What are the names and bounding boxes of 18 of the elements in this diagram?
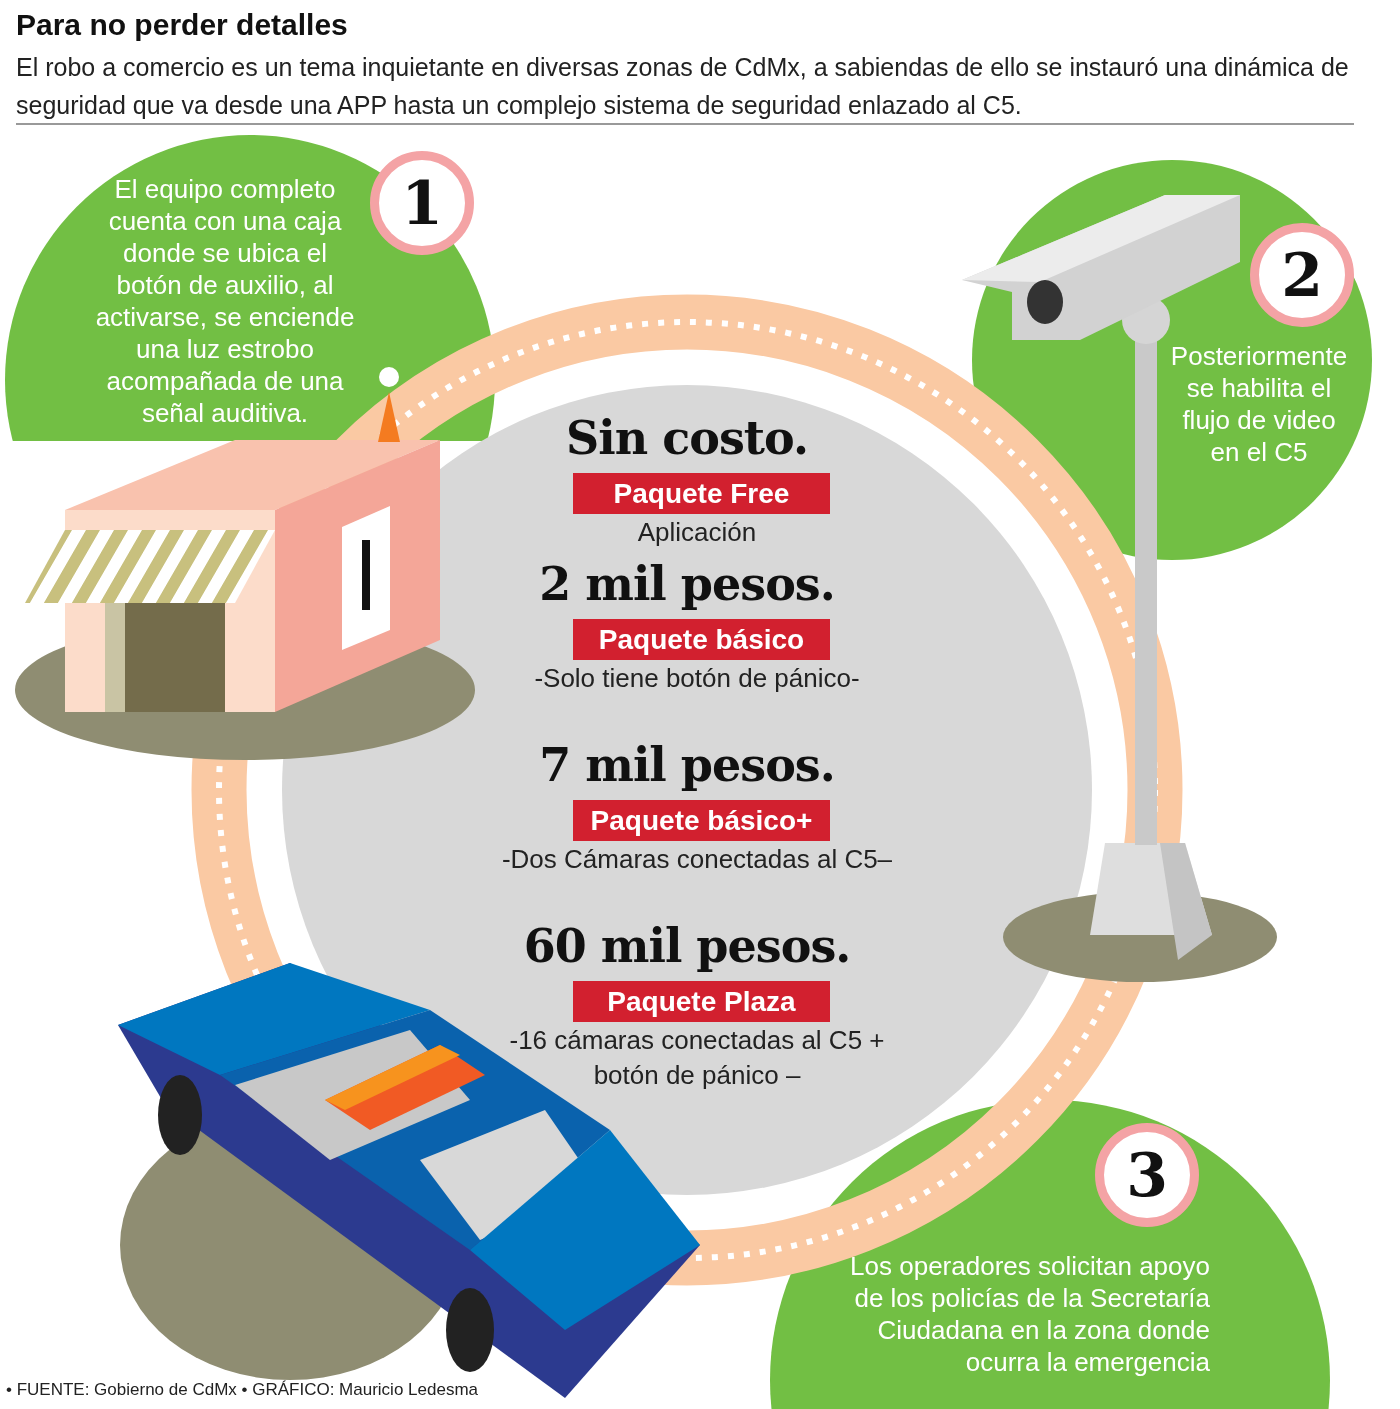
package-description: Aplicación	[636, 516, 758, 549]
step-description: Posteriormente se habilita el flujo de video en el C5	[1169, 340, 1349, 468]
package-banner: Paquete Free	[573, 473, 830, 514]
price-text: Sin costo.	[565, 411, 809, 465]
price-text: 60 mil pesos.	[522, 919, 852, 973]
package-banner: Paquete básico+	[573, 800, 830, 841]
title: Para no perder detalles	[16, 8, 348, 42]
package-description: -Dos Cámaras conectadas al C5–	[500, 843, 894, 876]
source-credit: • FUENTE: Gobierno de CdMx • GRÁFICO: Mauricio Ledesma	[6, 1380, 478, 1400]
package-description: -Solo tiene botón de pánico-	[533, 662, 861, 695]
step-description: Los operadores solicitan apoyo de los policías de la Secretaría Ciudadana en la zona donde ocurra la emergencia	[850, 1250, 1210, 1378]
price-text: 7 mil pesos.	[538, 738, 836, 792]
step-description: El equipo completo cuenta con una caja donde se ubica el botón de auxilio, al activarse, se enciende una luz estrobo acompañada de una señal auditiva.	[94, 173, 356, 429]
package-description: -16 cámaras conectadas al C5 + botón de pánico –	[508, 1024, 886, 1092]
price-text: 2 mil pesos.	[538, 557, 836, 611]
package-banner: Paquete Plaza	[573, 981, 830, 1022]
subtitle-text: El robo a comercio es un tema inquietante en diversas zonas de CdMx, a sabiendas de ello se instauró una dinámica de seguridad que va desde una APP hasta un complejo sistema de seguridad enlazado al C5.	[16, 52, 1350, 121]
package-banner: Paquete básico	[573, 619, 830, 660]
